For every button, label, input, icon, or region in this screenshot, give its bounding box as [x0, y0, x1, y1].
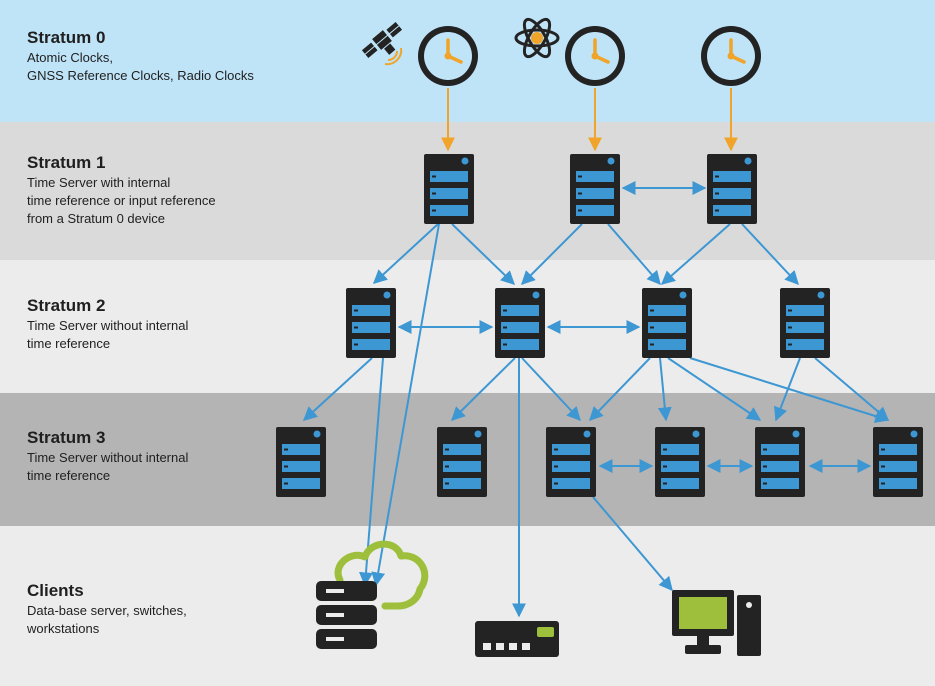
stratum-3-server-3 — [546, 427, 596, 497]
reference-clock-1 — [416, 24, 480, 88]
stratum-3-server-6 — [873, 427, 923, 497]
sync-arrow-8 — [451, 357, 516, 421]
sync-arrow-16 — [371, 223, 440, 587]
sync-arrow-14 — [774, 357, 801, 422]
sync-arrow-12 — [667, 357, 762, 421]
network-links — [302, 181, 890, 618]
stratum-2-server-1 — [346, 288, 396, 358]
atom-icon — [514, 17, 560, 59]
sync-arrow-5 — [660, 223, 731, 285]
sync-arrow-1 — [372, 223, 439, 284]
sync-arrow-19 — [592, 496, 673, 592]
stratum-2-title: Stratum 2 — [27, 296, 106, 315]
stratum-3-server-5 — [755, 427, 805, 497]
stratum-0-band: Stratum 0 Atomic Clocks, GNSS Reference … — [0, 0, 935, 122]
stratum-2-desc: Time Server without internal time refere… — [27, 318, 189, 351]
database-cloud-icon — [316, 540, 429, 649]
clients-band: Clients Data-base server, switches, work… — [0, 526, 935, 686]
reference-clock-3 — [699, 24, 763, 88]
workstation-icon — [672, 590, 761, 656]
sync-arrow-15 — [814, 357, 890, 421]
reference-clock-2 — [563, 24, 627, 88]
stratum-2-server-4 — [780, 288, 830, 358]
stratum-3-server-2 — [437, 427, 487, 497]
sync-arrow-4 — [607, 223, 661, 286]
stratum-1-server-1 — [424, 154, 474, 224]
clients-title: Clients — [27, 581, 84, 600]
stratum-1-desc: Time Server with internal time reference… — [27, 175, 216, 226]
reference-links — [441, 88, 738, 152]
sync-arrow-3 — [521, 223, 583, 285]
stratum-1-server-3 — [707, 154, 757, 224]
signal-wave-icon — [384, 47, 403, 66]
sync-arrow-6 — [741, 223, 799, 286]
sync-arrow-9 — [521, 357, 581, 422]
stratum-1-server-2 — [570, 154, 620, 224]
stratum-2-server-2 — [495, 288, 545, 358]
stratum-0-title: Stratum 0 — [27, 28, 106, 47]
sync-arrow-7 — [302, 357, 373, 421]
stratum-2-server-3 — [642, 288, 692, 358]
stratum-3-server-4 — [655, 427, 705, 497]
network-switch-icon — [475, 621, 559, 657]
stratum-1-title: Stratum 1 — [27, 153, 106, 172]
stratum-0-desc: Atomic Clocks, GNSS Reference Clocks, Ra… — [27, 50, 254, 83]
clients-desc: Data-base server, switches, workstations — [27, 603, 187, 636]
sync-arrow-11 — [657, 357, 672, 422]
satellite-icon — [361, 22, 403, 58]
sync-arrow-10 — [589, 357, 651, 422]
stratum-3-server-1 — [276, 427, 326, 497]
sync-arrow-2 — [451, 223, 516, 285]
stratum-3-desc: Time Server without internal time refere… — [27, 450, 189, 483]
stratum-3-title: Stratum 3 — [27, 428, 106, 447]
